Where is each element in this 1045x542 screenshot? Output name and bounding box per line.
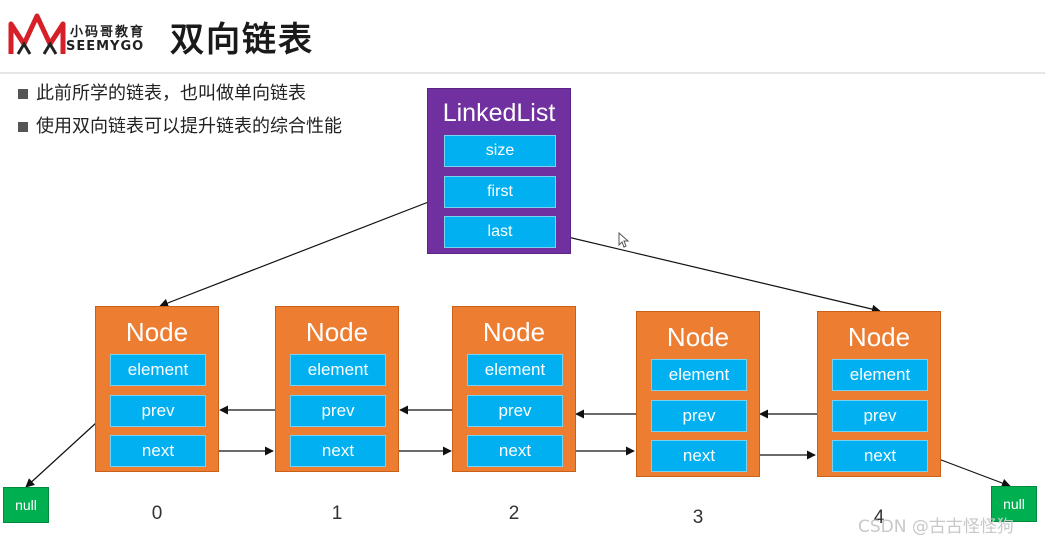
- node-title: Node: [482, 317, 546, 347]
- node-3: Node element prev next: [636, 311, 760, 477]
- node-field-prev: prev: [651, 400, 747, 432]
- csdn-watermark: CSDN @古古怪怪狗: [858, 517, 1014, 537]
- slide-title: 双向链表: [170, 20, 314, 60]
- node-2: Node element prev next: [452, 306, 576, 472]
- linkedlist-field-last: last: [444, 216, 556, 248]
- linkedlist-field-size: size: [444, 135, 556, 167]
- slide-header: 小码哥教育 SEEMYGO 双向链表: [0, 0, 1045, 72]
- node-field-next: next: [832, 440, 928, 472]
- node-title: Node: [847, 322, 911, 352]
- node-1: Node element prev next: [275, 306, 399, 472]
- node-field-next: next: [290, 435, 386, 467]
- node-index-label: 2: [508, 503, 520, 524]
- node-field-next: next: [467, 435, 563, 467]
- node-index-label: 4: [873, 507, 885, 528]
- bullet-text: 使用双向链表可以提升链表的综合性能: [36, 116, 342, 137]
- bullet-text: 此前所学的链表，也叫做单向链表: [36, 83, 306, 104]
- node-field-prev: prev: [467, 395, 563, 427]
- node-index-label: 0: [151, 503, 163, 524]
- node-field-prev: prev: [110, 395, 206, 427]
- header-divider: [0, 72, 1045, 74]
- bullet-item: 此前所学的链表，也叫做单向链表: [18, 82, 342, 115]
- node-4: Node element prev next: [817, 311, 941, 477]
- square-bullet-icon: [18, 89, 28, 99]
- logo-chinese-text: 小码哥教育: [70, 25, 146, 40]
- seemygo-logo: 小码哥教育 SEEMYGO: [8, 8, 158, 58]
- node-field-next: next: [651, 440, 747, 472]
- node-field-element: element: [467, 354, 563, 386]
- last-pointer-arrow: [554, 233, 881, 314]
- node-title: Node: [125, 317, 189, 347]
- node-index-label: 3: [692, 507, 704, 528]
- node-index-label: 1: [331, 503, 343, 524]
- node-title: Node: [666, 322, 730, 352]
- node-field-element: element: [110, 354, 206, 386]
- node-field-prev: prev: [832, 400, 928, 432]
- first-pointer-arrow: [159, 195, 445, 308]
- null-box-left: null: [3, 487, 49, 523]
- prev-null-arrow: [25, 411, 109, 488]
- square-bullet-icon: [18, 122, 28, 132]
- linkedlist-field-first: first: [444, 176, 556, 208]
- linkedlist-box: LinkedList size first last: [427, 88, 571, 254]
- node-field-prev: prev: [290, 395, 386, 427]
- linkedlist-title: LinkedList: [442, 99, 556, 127]
- node-0: Node element prev next: [95, 306, 219, 472]
- node-field-element: element: [651, 359, 747, 391]
- logo-english-text: SEEMYGO: [66, 39, 145, 54]
- bullet-item: 使用双向链表可以提升链表的综合性能: [18, 115, 342, 148]
- node-field-next: next: [110, 435, 206, 467]
- null-box-right: null: [991, 486, 1037, 522]
- node-field-element: element: [832, 359, 928, 391]
- bullet-list: 此前所学的链表，也叫做单向链表 使用双向链表可以提升链表的综合性能: [18, 82, 342, 148]
- mouse-cursor-icon: [618, 232, 630, 248]
- node-title: Node: [305, 317, 369, 347]
- node-field-element: element: [290, 354, 386, 386]
- logo-m-icon: [8, 13, 66, 55]
- next-null-arrow: [927, 454, 1011, 488]
